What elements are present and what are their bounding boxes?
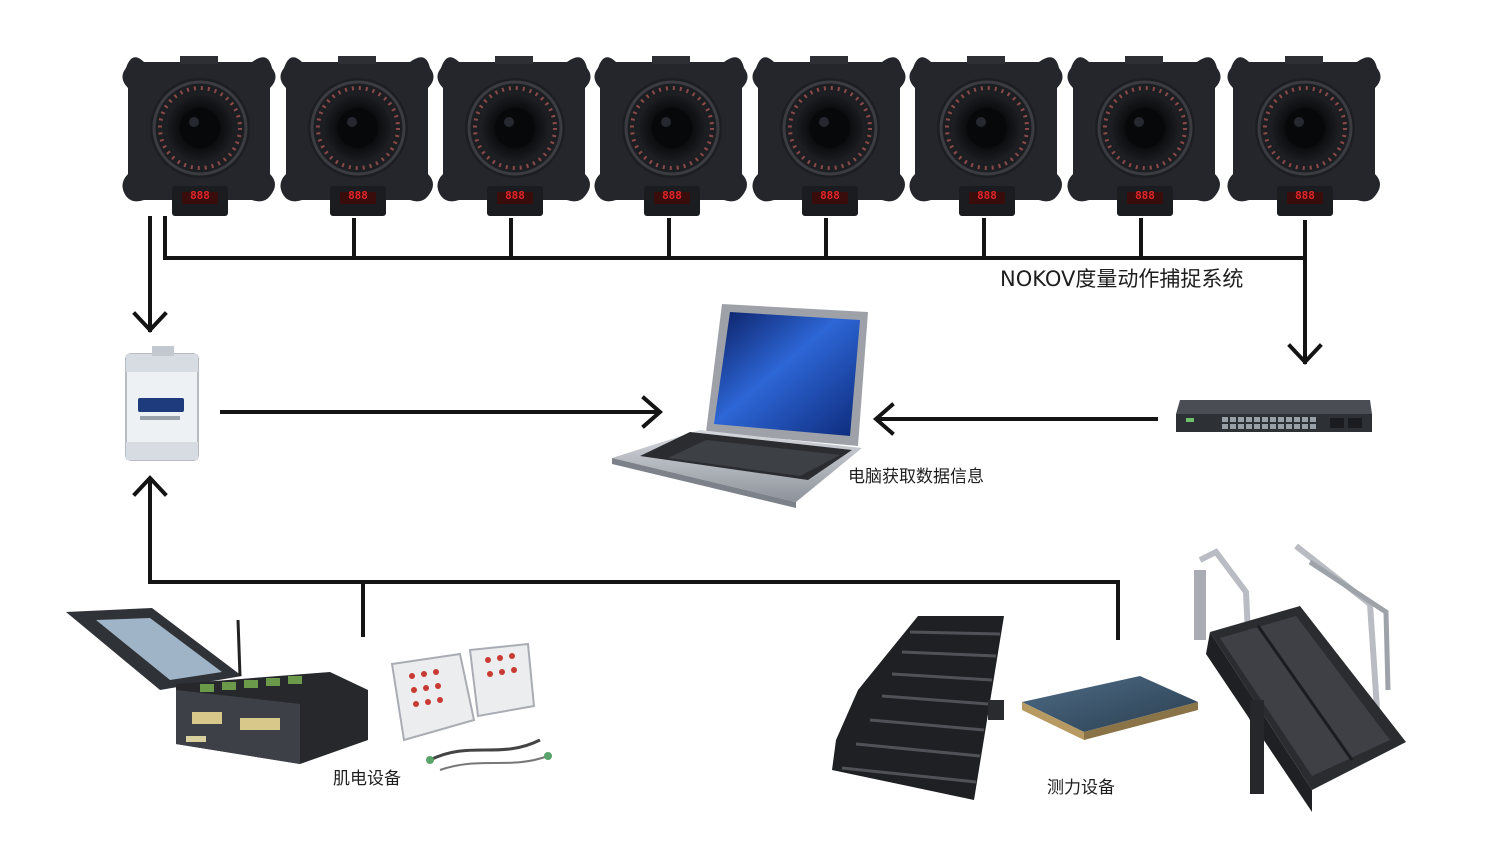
mocap-system-label: NOKOV度量动作捕捉系统 xyxy=(1000,267,1244,291)
camera-display: 888 xyxy=(1135,189,1155,202)
camera-display: 888 xyxy=(505,189,525,202)
camera-display: 888 xyxy=(348,189,368,202)
network-switch-icon xyxy=(1176,400,1372,432)
camera-row: 888 888 888 888 888 888 888 888 xyxy=(120,54,1383,218)
camera-display: 888 xyxy=(190,189,210,202)
camera-display: 888 xyxy=(977,189,997,202)
camera-display: 888 xyxy=(820,189,840,202)
force-equipment-label: 测力设备 xyxy=(1047,778,1115,798)
camera-display: 888 xyxy=(662,189,682,202)
treadmill-icon xyxy=(1194,543,1406,812)
emg-case-icon xyxy=(66,608,368,764)
daq-device-icon xyxy=(125,346,199,461)
force-plate-icon xyxy=(1022,676,1198,740)
connection-lines xyxy=(132,216,1323,640)
stair-force-plate-icon xyxy=(832,616,1004,800)
camera-display: 888 xyxy=(1295,189,1315,202)
emg-equipment-label: 肌电设备 xyxy=(333,769,401,789)
laptop-icon xyxy=(612,304,868,508)
computer-label: 电脑获取数据信息 xyxy=(848,467,984,487)
emg-sensor-icon xyxy=(390,642,552,771)
